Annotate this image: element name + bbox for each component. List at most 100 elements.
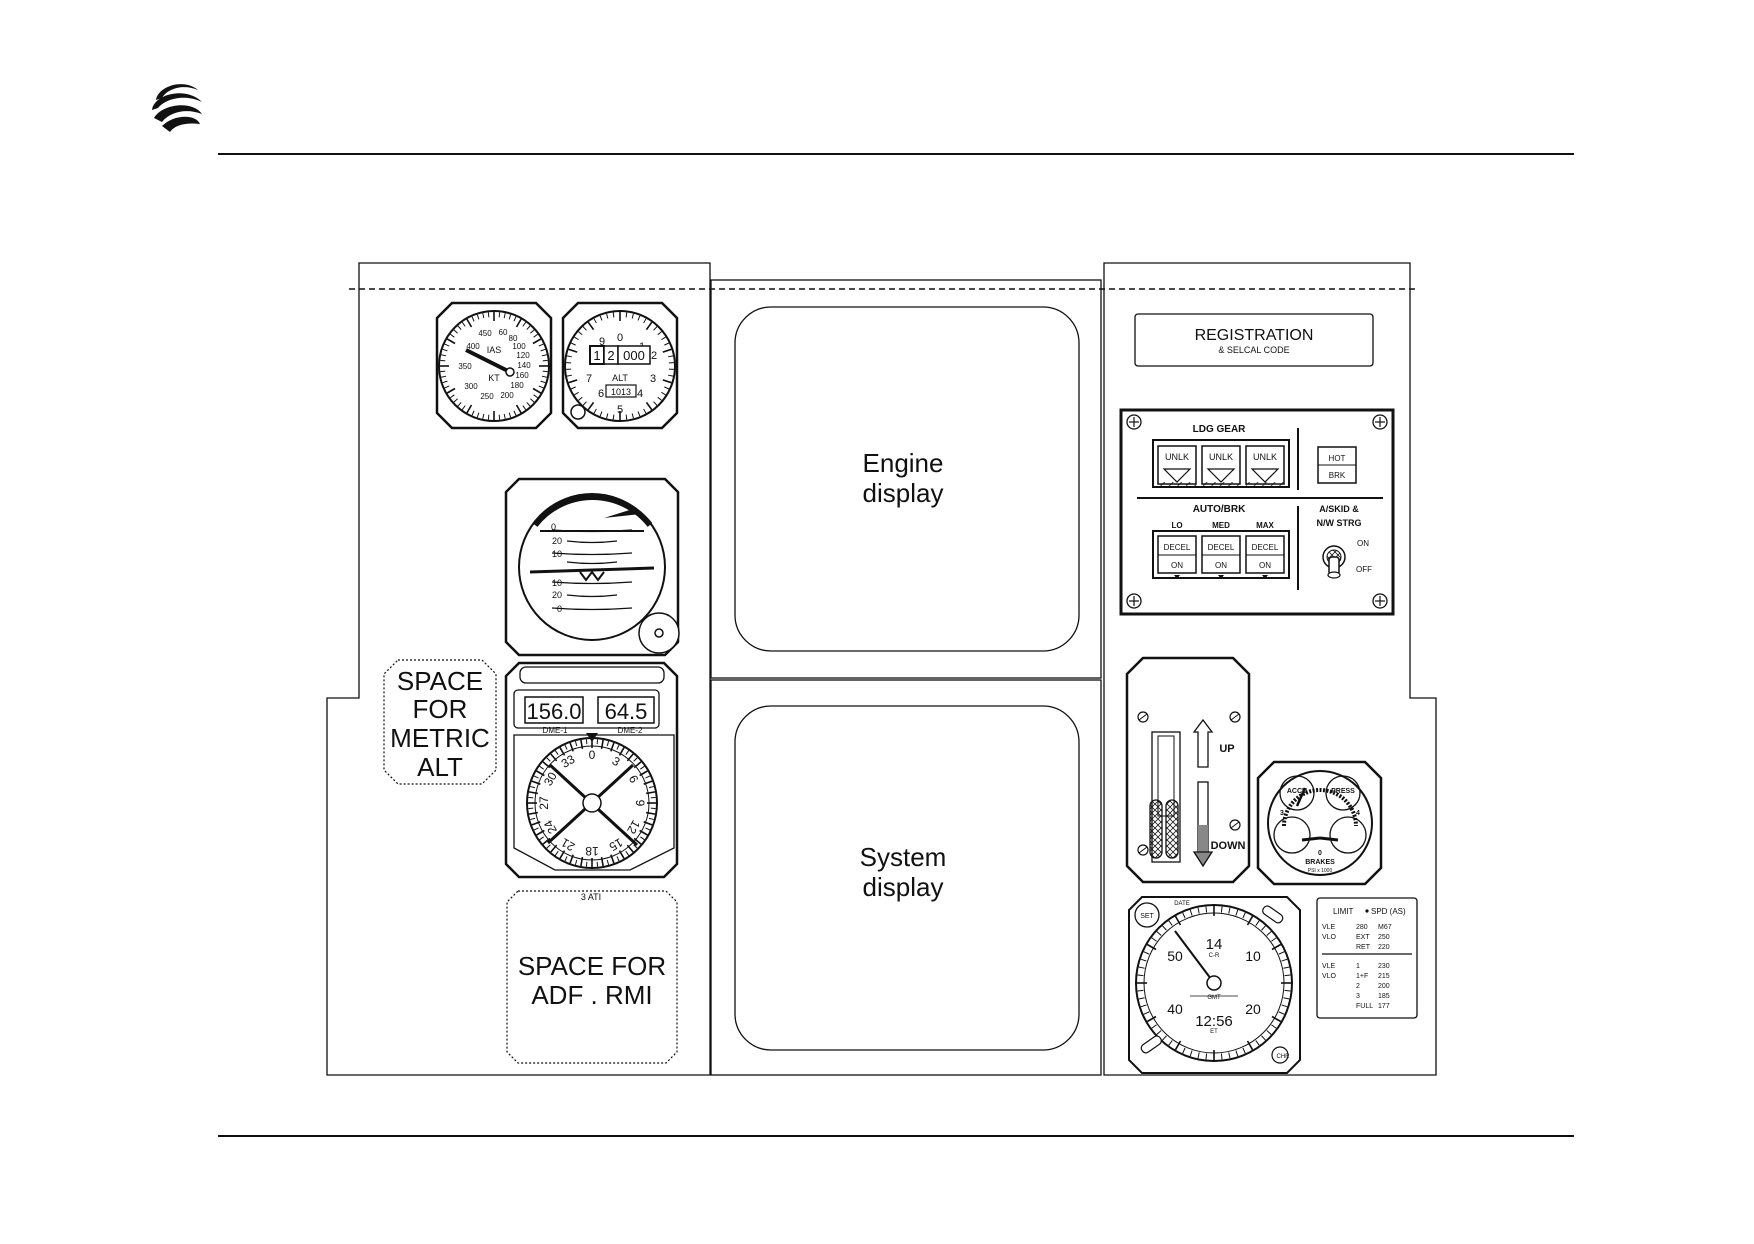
- swirl-logo-icon: [152, 84, 202, 132]
- svg-text:1: 1: [593, 348, 600, 363]
- hsi-tick: [634, 762, 641, 768]
- hsi-compass-label: 9: [633, 800, 647, 807]
- askid-toggle-switch[interactable]: [1323, 546, 1345, 578]
- limits-cell: VLO: [1322, 973, 1337, 980]
- gear-lever-handle-2[interactable]: [1166, 800, 1178, 858]
- hsi-tick: [534, 828, 539, 830]
- clock-tick: [1279, 1012, 1284, 1014]
- alt-tick: [668, 375, 673, 376]
- clock-tick: [1236, 910, 1238, 916]
- clock-tick: [1282, 959, 1288, 961]
- alt-knob[interactable]: [571, 405, 585, 419]
- adi-pitch-20-top: 20: [552, 536, 562, 546]
- svg-text:DECEL: DECEL: [1164, 543, 1191, 552]
- limits-cell: 200: [1378, 983, 1390, 990]
- svg-text:ON: ON: [1171, 561, 1183, 570]
- brakes-label: BRAKES: [1305, 859, 1335, 866]
- adi-pitch-line: [567, 541, 617, 543]
- clock-tick: [1137, 990, 1143, 991]
- alt-tick: [646, 322, 651, 329]
- adi-slip-needle: [604, 508, 640, 518]
- alt-tick: [583, 402, 586, 406]
- autobrk-max: MAX: [1256, 521, 1274, 530]
- asi-200: 200: [500, 391, 514, 400]
- adi-pitch-line: [552, 553, 632, 555]
- clock-set-button[interactable]: SET: [1135, 903, 1159, 927]
- alt-scale-4: 4: [637, 388, 643, 400]
- limits-cell: 2: [1356, 983, 1360, 990]
- clock-tick: [1141, 959, 1147, 961]
- clock-tick: [1183, 1048, 1185, 1053]
- alt-tick: [638, 316, 640, 321]
- dme1-label: DME-1: [543, 726, 568, 735]
- clock-tick: [1141, 1005, 1147, 1007]
- hsi-tick: [547, 845, 551, 849]
- clock-50: 50: [1167, 948, 1183, 964]
- alt-tick: [600, 316, 602, 321]
- clock-reset-knob[interactable]: [1140, 1034, 1163, 1054]
- clock-tick: [1183, 913, 1185, 918]
- asi-tick: [454, 330, 458, 333]
- svg-text:0: 0: [1318, 850, 1322, 857]
- alt-tick: [661, 392, 665, 395]
- asi-tick: [542, 355, 547, 356]
- limits-cell: 3: [1356, 993, 1360, 1000]
- alt-tick: [588, 402, 593, 409]
- decel-med-button[interactable]: DECEL ON: [1202, 536, 1240, 579]
- clock-tick: [1190, 910, 1192, 916]
- registration-placard: REGISTRATION & SELCAL CODE: [1135, 314, 1373, 366]
- hsi-tick: [555, 751, 558, 755]
- clock-tick: [1169, 1040, 1173, 1045]
- engine-display-label-1: Engine: [863, 448, 944, 478]
- asi-tick: [539, 386, 544, 388]
- engine-display-label-2: display: [863, 478, 944, 508]
- svg-text:HOT: HOT: [1329, 454, 1346, 463]
- clock-tick: [1144, 1012, 1149, 1014]
- askid-label-1: A/SKID &: [1319, 504, 1359, 514]
- clock-tick: [1236, 1051, 1238, 1057]
- clock-tick: [1285, 975, 1291, 976]
- adi-pitch-10-bot: 10: [552, 578, 562, 588]
- clock-tick: [1139, 998, 1145, 999]
- clock-tick: [1152, 1025, 1157, 1029]
- asi-tick: [441, 355, 446, 356]
- askid-on-label: ON: [1357, 539, 1369, 548]
- autobrk-title: AUTO/BRK: [1193, 504, 1246, 515]
- svg-text:000: 000: [623, 348, 645, 363]
- asi-tick: [450, 395, 454, 398]
- alt-tick: [571, 343, 576, 345]
- svg-text:FOR: FOR: [413, 694, 468, 724]
- clock-tick: [1206, 906, 1207, 912]
- alt-tick: [613, 415, 614, 420]
- registration-title: REGISTRATION: [1195, 327, 1314, 344]
- hsi-tick: [551, 754, 557, 761]
- alt-tick: [644, 409, 646, 413]
- clock-tick: [1285, 990, 1291, 991]
- limits-cell: 215: [1378, 973, 1390, 980]
- decel-max-button[interactable]: DECEL ON: [1246, 536, 1284, 579]
- asi-tick: [454, 399, 458, 402]
- hsi-tick: [530, 786, 535, 787]
- asi-tick: [509, 315, 511, 320]
- alt-tick: [578, 397, 582, 400]
- alt-tick: [567, 375, 572, 376]
- alt-tick: [607, 314, 608, 319]
- alt-tick: [574, 337, 578, 340]
- decel-lo-button[interactable]: DECEL ON: [1158, 536, 1196, 579]
- clock-tick: [1267, 931, 1271, 935]
- alt-baro-value: 1013: [611, 387, 631, 397]
- clock-10: 10: [1245, 948, 1261, 964]
- gear-lever-handle-1[interactable]: [1150, 800, 1162, 858]
- clock-tick: [1144, 952, 1149, 954]
- alt-tick: [600, 412, 602, 417]
- limits-cell: FULL: [1356, 1003, 1373, 1010]
- clock-chr-button-label: CHR: [1277, 1054, 1291, 1060]
- ati-label: 3 ATI: [581, 892, 601, 902]
- asi-tick: [440, 360, 445, 361]
- asi-tick: [523, 322, 526, 326]
- asi-160: 160: [515, 371, 529, 380]
- clock-mode-knob[interactable]: [1261, 904, 1284, 924]
- alt-tick: [664, 387, 669, 389]
- asi-tick: [533, 389, 541, 394]
